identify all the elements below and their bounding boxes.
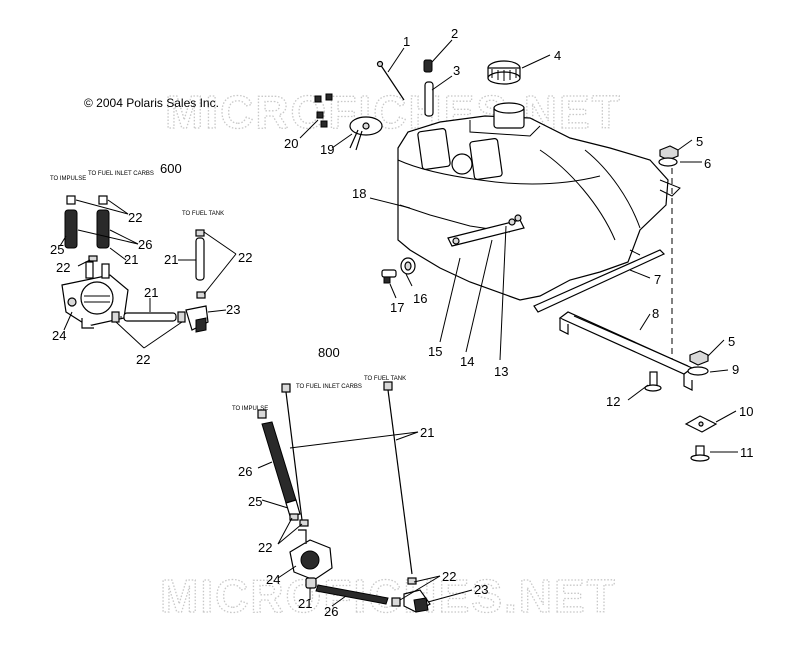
callout-18: 18	[352, 186, 366, 201]
grommet	[400, 257, 416, 275]
callout-800-22-left: 22	[258, 540, 272, 555]
callout-800-26-bottom: 26	[324, 604, 338, 619]
callout-7: 7	[654, 272, 661, 287]
callout-15: 15	[428, 344, 442, 359]
callout-600-24: 24	[52, 328, 66, 343]
tank-fitting	[381, 269, 397, 284]
callout-numbers: 1 2 3 4 5 6 7 8 5 9 10 11 12 13 14 15 16…	[50, 26, 754, 619]
callout-12: 12	[606, 394, 620, 409]
label-600-to-impulse: TO IMPULSE	[50, 176, 86, 182]
callout-20: 20	[284, 136, 298, 151]
callout-800-25: 25	[248, 494, 262, 509]
callout-8: 8	[652, 306, 659, 321]
sender-screws	[314, 93, 333, 128]
leader-lines	[59, 39, 738, 607]
tank-mount-bracket	[447, 214, 525, 247]
callout-600-21-vertical: 21	[164, 252, 178, 267]
mount-bolt	[690, 445, 710, 462]
label-800-to-fuel-tank: TO FUEL TANK	[364, 376, 406, 382]
section-800-fuel-system	[257, 381, 431, 613]
vent-hose	[424, 81, 434, 117]
bracket-bolt	[644, 371, 662, 392]
callout-800-22-right: 22	[442, 569, 456, 584]
callout-14: 14	[460, 354, 474, 369]
callout-13: 13	[494, 364, 508, 379]
label-800-to-fuel-inlet-carbs: TO FUEL INLET CARBS	[296, 384, 362, 390]
callout-800-26-top: 26	[238, 464, 252, 479]
vent-rod	[376, 60, 405, 101]
callout-800-24: 24	[266, 572, 280, 587]
bracket-nut-lower	[687, 350, 709, 376]
section-800-label: 800	[318, 345, 340, 360]
fuel-sender	[349, 116, 383, 151]
label-800-to-impulse: TO IMPULSE	[232, 406, 268, 412]
callout-600-21-pump: 21	[124, 252, 138, 267]
callout-600-22-mid: 22	[56, 260, 70, 275]
callout-2: 2	[451, 26, 458, 41]
callout-600-21-horizontal: 21	[144, 285, 158, 300]
section-600-label: 600	[160, 161, 182, 176]
callout-4: 4	[554, 48, 561, 63]
callout-6: 6	[704, 156, 711, 171]
callout-9: 9	[732, 362, 739, 377]
label-600-to-fuel-tank: TO FUEL TANK	[182, 211, 224, 217]
callout-5-top: 5	[696, 134, 703, 149]
tank-nut-top	[658, 145, 679, 167]
callout-1: 1	[403, 34, 410, 49]
mount-plate	[684, 415, 718, 433]
callout-16: 16	[413, 291, 427, 306]
callout-800-23: 23	[474, 582, 488, 597]
callout-17: 17	[390, 300, 404, 315]
callout-600-23: 23	[226, 302, 240, 317]
copyright-text: © 2004 Polaris Sales Inc.	[84, 96, 219, 110]
callout-5-bottom: 5	[728, 334, 735, 349]
rubber-strip	[533, 249, 666, 313]
vent-fitting	[423, 59, 433, 73]
callout-19: 19	[320, 142, 334, 157]
section-600-fuel-system	[61, 195, 209, 333]
watermark-bottom: MICROFICHES.NET	[160, 570, 617, 622]
fuel-tank	[397, 102, 681, 301]
callout-600-22-bottom: 22	[136, 352, 150, 367]
callout-3: 3	[453, 63, 460, 78]
callout-800-21-bottom: 21	[298, 596, 312, 611]
callout-600-25: 25	[50, 242, 64, 257]
label-600-to-fuel-inlet-carbs: TO FUEL INLET CARBS	[88, 171, 154, 177]
callout-600-26: 26	[138, 237, 152, 252]
fuel-cap	[487, 60, 521, 85]
callout-600-22-right: 22	[238, 250, 252, 265]
callout-11: 11	[740, 445, 754, 460]
callout-600-22-top: 22	[128, 210, 142, 225]
callout-800-21-top: 21	[420, 425, 434, 440]
callout-10: 10	[739, 404, 753, 419]
